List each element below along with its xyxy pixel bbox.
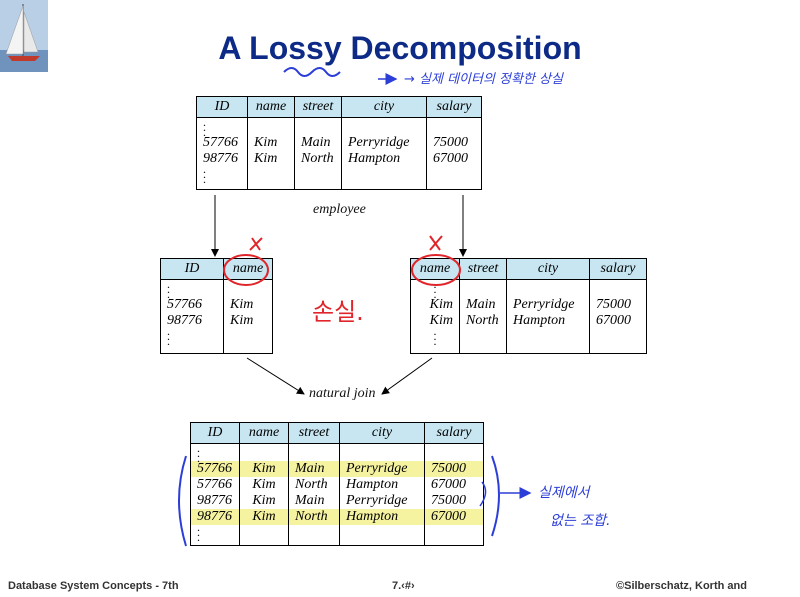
footer-left: Database System Concepts - 7th	[8, 580, 179, 592]
col-header: ID	[160, 258, 224, 280]
note-annotation-line-1: 실제에서	[538, 485, 590, 501]
col-header: ID	[190, 422, 240, 444]
right-bracket-mark	[491, 455, 500, 537]
squiggle-underline-mark	[283, 67, 341, 77]
circle-mark	[411, 254, 461, 286]
x-mark-icon	[429, 235, 443, 251]
footer-center: 7.‹#›	[392, 580, 415, 592]
circle-mark	[223, 254, 269, 286]
join-arrow-left	[246, 357, 305, 395]
employee-label: employee	[313, 202, 366, 217]
join-arrow-right	[381, 357, 433, 395]
col-header: name	[239, 422, 289, 444]
col-header: name	[247, 96, 295, 118]
col-header: name	[223, 258, 273, 280]
col-header: salary	[424, 422, 484, 444]
natural-join-label: natural join	[309, 386, 376, 401]
slide-title: A Lossy Decomposition	[218, 30, 582, 66]
col-header: salary	[426, 96, 482, 118]
col-header: name	[410, 258, 460, 280]
x-mark-icon	[249, 237, 263, 251]
footer-right: ©Silberschatz, Korth and	[616, 580, 747, 592]
note-annotation-line-2: 없는 조합.	[550, 513, 611, 529]
left-bracket-mark	[178, 455, 187, 547]
sailboat-logo-icon	[0, 0, 48, 72]
inner-bracket-mark	[479, 481, 487, 507]
col-header: street	[288, 422, 340, 444]
col-header: street	[459, 258, 507, 280]
loss-annotation: 손실.	[312, 298, 364, 326]
title-note-annotation: → 실제 데이터의 정확한 상실	[404, 72, 563, 87]
col-header: salary	[589, 258, 647, 280]
